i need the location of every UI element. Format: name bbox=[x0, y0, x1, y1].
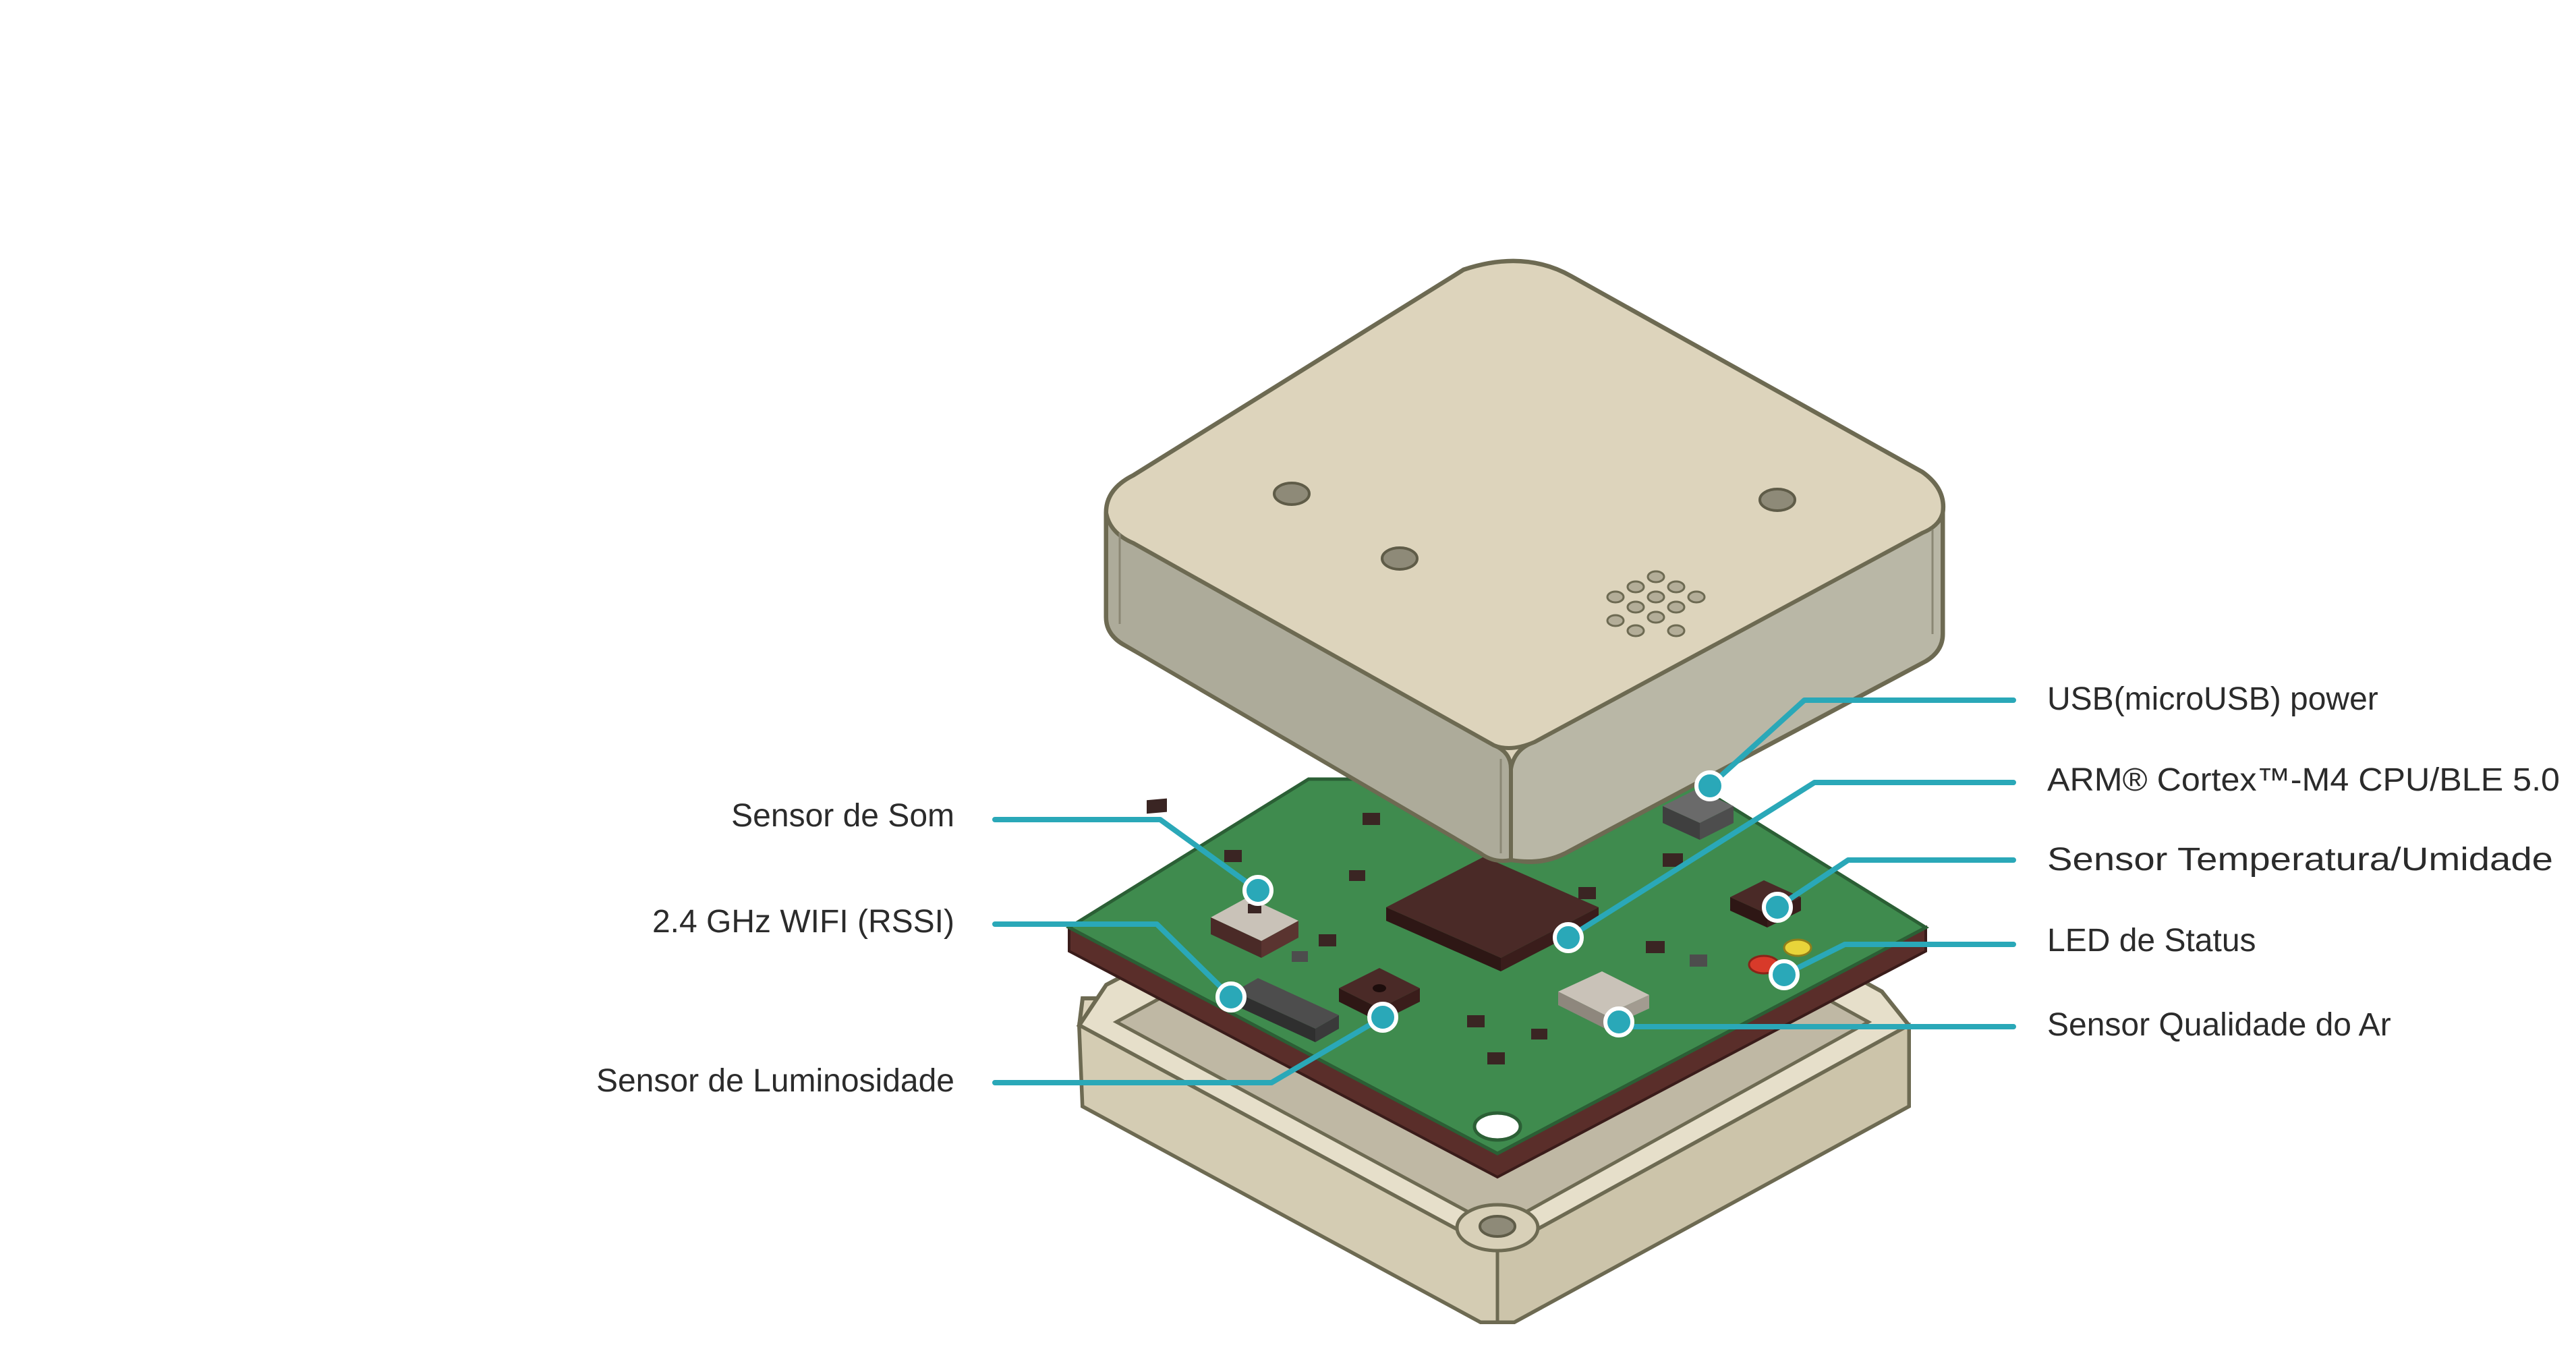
leader-temp-dot bbox=[1764, 894, 1791, 921]
label-sound-sensor: Sensor de Som bbox=[731, 798, 954, 834]
leader-sound-dot bbox=[1244, 877, 1271, 904]
label-air-quality: Sensor Qualidade do Ar bbox=[2047, 1007, 2391, 1043]
top-case bbox=[1106, 261, 1943, 861]
led-yellow bbox=[1784, 940, 1811, 956]
label-status-led: LED de Status bbox=[2047, 923, 2256, 959]
label-wifi: 2.4 GHz WIFI (RSSI) bbox=[652, 904, 954, 940]
label-usb-power: USB(microUSB) power bbox=[2047, 681, 2378, 717]
pcb-mount-hole bbox=[1475, 1113, 1520, 1140]
leader-usb-dot bbox=[1696, 772, 1723, 799]
leader-air-dot bbox=[1605, 1008, 1632, 1035]
screw-hole bbox=[1480, 1216, 1515, 1236]
leader-wifi-dot bbox=[1218, 984, 1244, 1010]
label-temp-humidity: Sensor Temperatura/Umidade bbox=[2047, 842, 2553, 878]
leader-cpu-dot bbox=[1555, 924, 1582, 951]
leader-light-dot bbox=[1369, 1004, 1396, 1031]
label-cpu: ARM® Cortex™-M4 CPU/BLE 5.0 bbox=[2047, 762, 2560, 798]
label-light-sensor: Sensor de Luminosidade bbox=[596, 1063, 954, 1099]
leader-led-dot bbox=[1771, 961, 1798, 988]
